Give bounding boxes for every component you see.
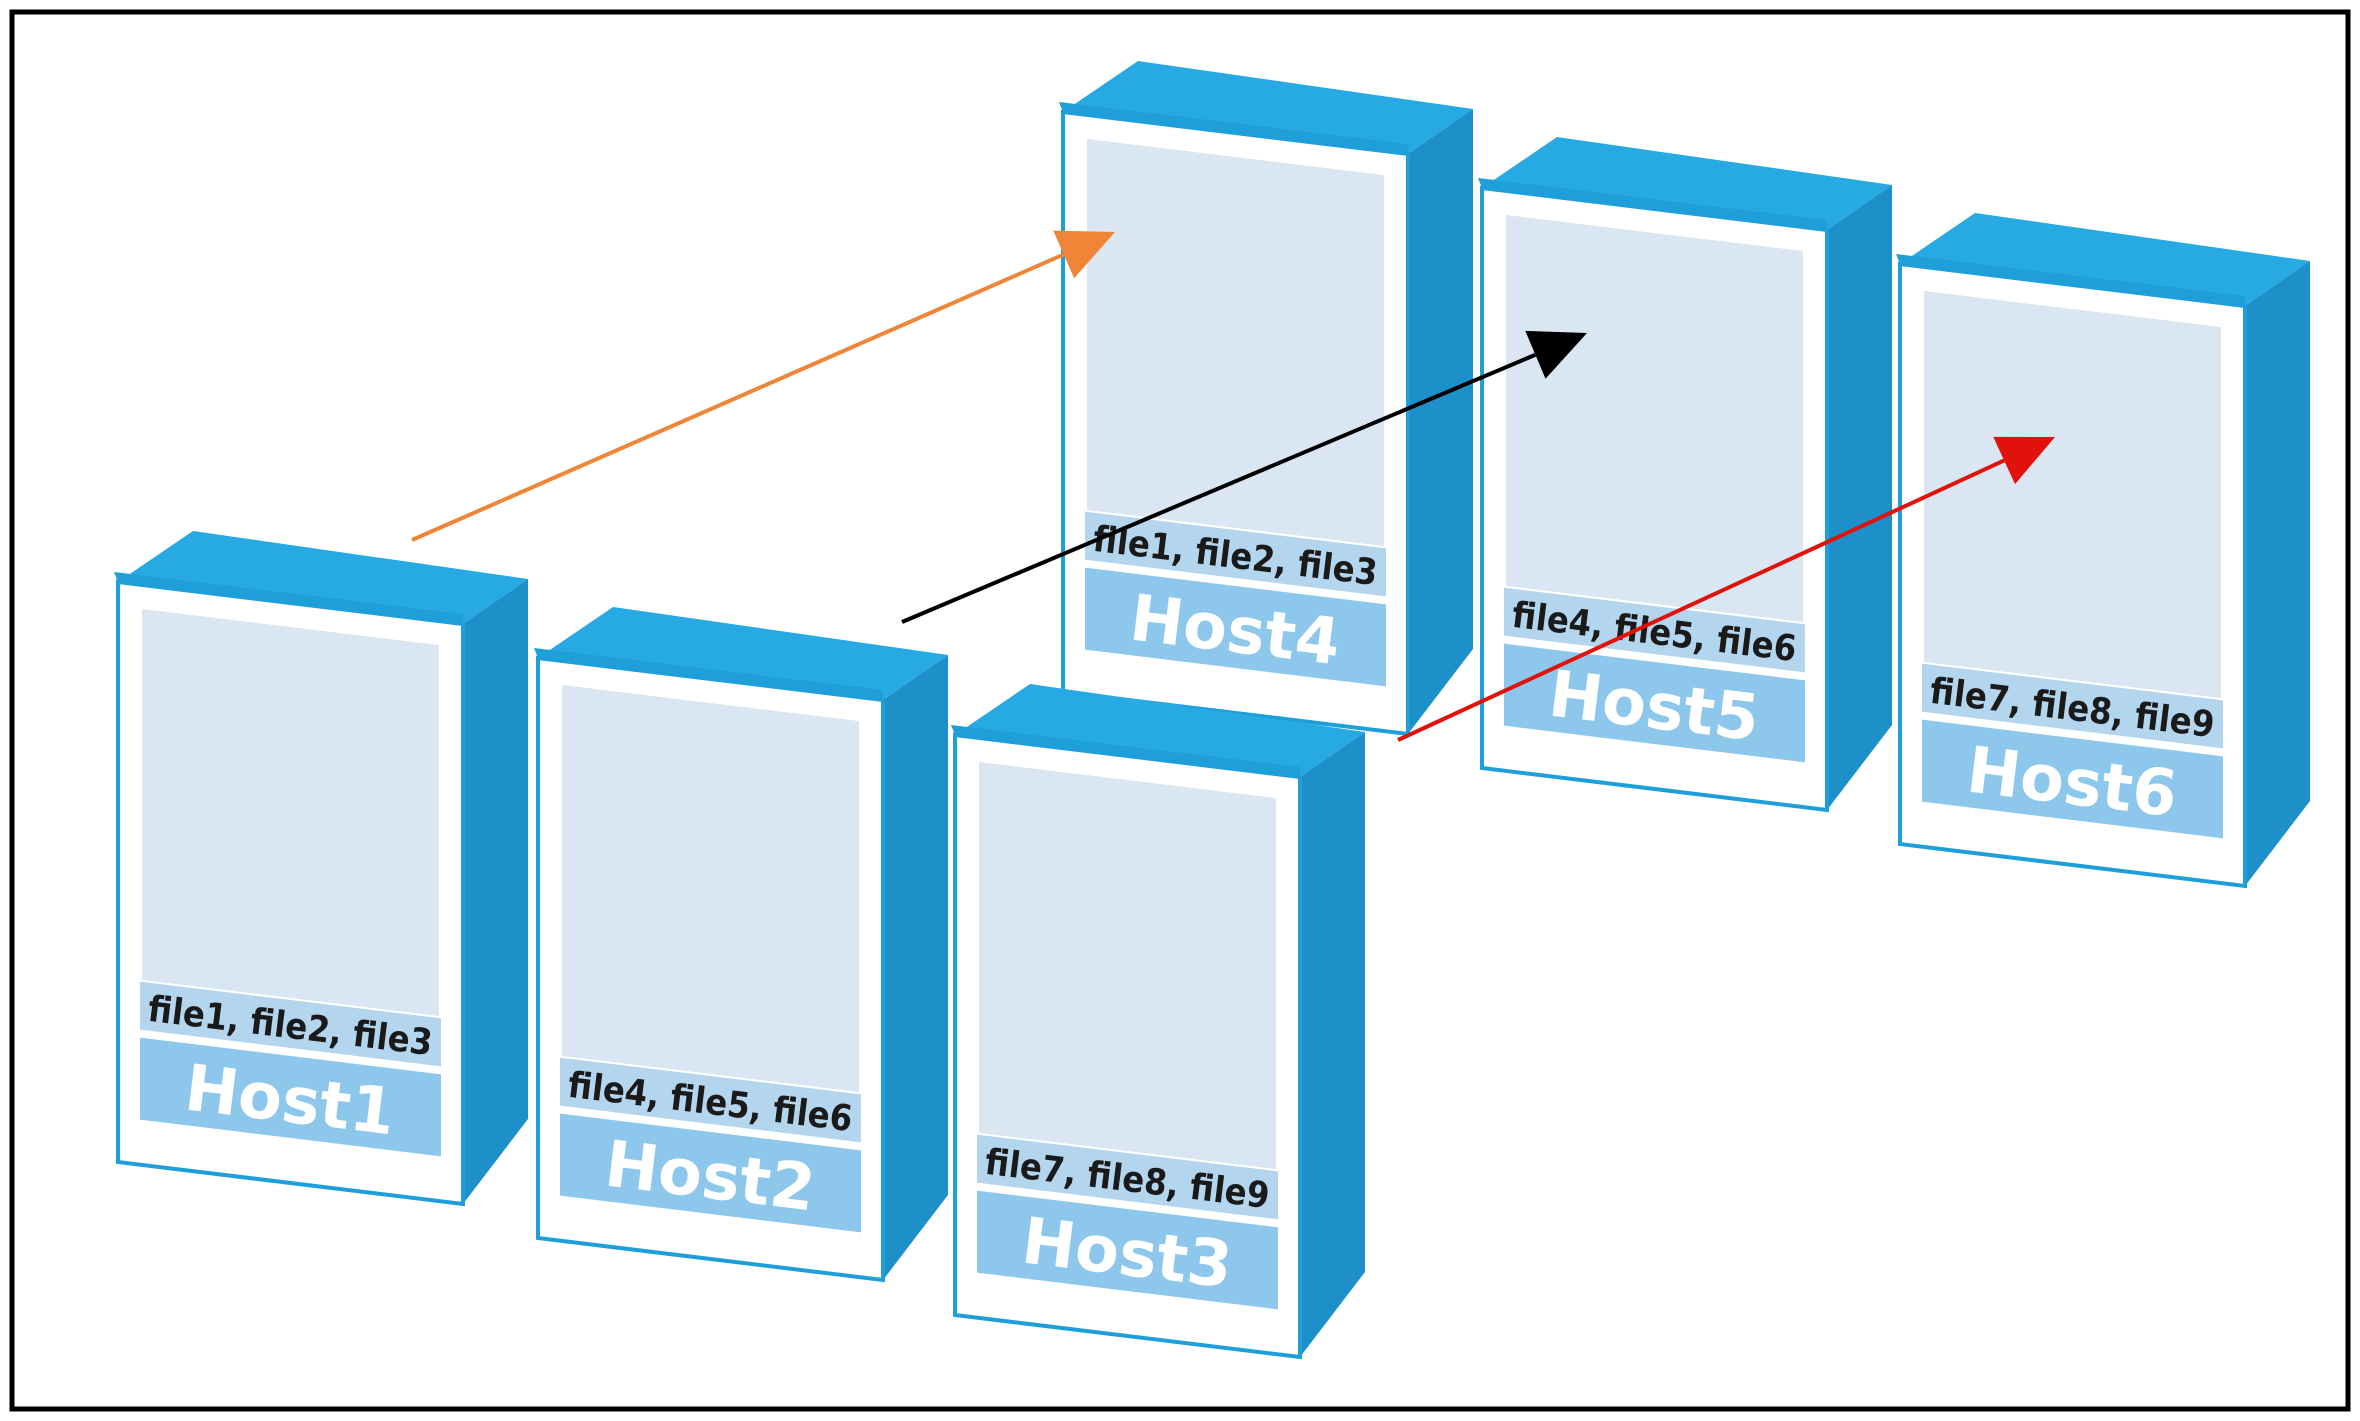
server-side	[1827, 185, 1892, 810]
file-band	[140, 981, 441, 1067]
file-band	[560, 1057, 861, 1143]
server-screen	[138, 604, 443, 1021]
server-screen	[558, 680, 863, 1097]
arrow-shaft	[411, 252, 1065, 542]
host-label-band	[140, 1037, 441, 1157]
server-top-bevel	[1478, 178, 1827, 230]
server-side	[2245, 261, 2310, 886]
file-band	[1085, 511, 1386, 597]
host-label-band	[560, 1113, 861, 1233]
server-top-bevel	[1896, 254, 2245, 306]
server-screen	[975, 757, 1280, 1174]
arrow-shaft	[1397, 458, 2005, 742]
server-top-bevel	[114, 572, 463, 624]
host-label-band	[977, 1190, 1278, 1310]
server-top-bevel	[1059, 102, 1408, 154]
server-side	[1408, 109, 1473, 734]
file-band	[1922, 663, 2223, 749]
replication-arrows	[411, 230, 2055, 742]
server-top-bevel	[951, 725, 1300, 777]
server-screen	[1083, 134, 1388, 551]
server-side	[883, 655, 948, 1280]
server-top	[118, 531, 528, 624]
server-side	[463, 579, 528, 1204]
file-band	[1504, 587, 1805, 673]
server-top	[1900, 213, 2310, 306]
arrow-host1-to-host4	[411, 230, 1115, 542]
server-screen	[1502, 210, 1807, 627]
host-label-band	[1085, 567, 1386, 687]
arrow-head	[1525, 330, 1587, 379]
file-band	[977, 1134, 1278, 1220]
server-top	[1063, 61, 1473, 154]
server-top	[538, 607, 948, 700]
server-top	[955, 684, 1365, 777]
server-top	[1482, 137, 1892, 230]
host-label-band	[1504, 643, 1805, 763]
arrow-shaft	[901, 352, 1537, 624]
arrow-host3-to-host6	[1397, 436, 2055, 742]
server-side	[1300, 732, 1365, 1357]
arrow-host2-to-host5	[901, 330, 1587, 624]
server-top-bevel	[534, 648, 883, 700]
arrow-head	[1993, 436, 2055, 485]
arrow-head	[1053, 230, 1115, 279]
server-screen	[1920, 286, 2225, 703]
host-label-band	[1922, 719, 2223, 839]
